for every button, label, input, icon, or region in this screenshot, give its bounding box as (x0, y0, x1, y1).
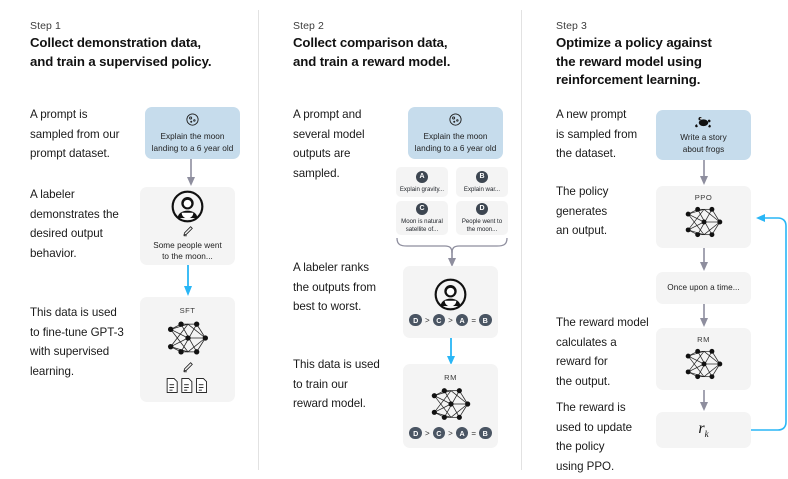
pencil-icon (182, 361, 194, 373)
moon-icon (448, 112, 463, 127)
option-text-a: Explain gravity... (399, 185, 445, 193)
moon-icon (185, 112, 200, 127)
step-2-label: Step 2 (293, 20, 324, 32)
step-3-ppo-caption: PPO (694, 193, 713, 202)
step-1-labeler-box[interactable]: Some people went to the moon... (140, 187, 235, 265)
step-2-labeler-ranking: D > C > A = B (409, 313, 492, 327)
option-card-a[interactable]: A Explain gravity... (396, 167, 448, 197)
arrow-prompt-to-labeler (186, 159, 196, 187)
step-3-rm-caption: RM (697, 335, 710, 344)
neural-network-icon (425, 384, 477, 424)
rank-op-3: = (471, 428, 476, 438)
documents-icon (165, 377, 211, 394)
step-1-paragraph-3: This data is used to fine-tune GPT-3 wit… (30, 306, 124, 378)
rank-op-1: > (424, 428, 430, 438)
column-divider-2 (521, 10, 522, 470)
step-1-paragraph-2: A labeler demonstrates the desired outpu… (30, 188, 119, 260)
rank-badge-d: D (409, 313, 422, 327)
rank-badge-a: A (455, 313, 469, 327)
column-divider-1 (258, 10, 259, 470)
frog-icon (694, 115, 713, 129)
arrow-labeler-to-sft (183, 265, 193, 297)
rank-badge-c: C (432, 426, 446, 440)
brace-options-to-labeler (393, 236, 513, 268)
neural-network-icon (162, 317, 214, 359)
step-2-paragraph-2: A labeler ranks the outputs from best to… (293, 261, 376, 314)
rank-op-3: = (471, 315, 476, 325)
reward-symbol: rk (698, 420, 708, 439)
arrow-ppo-to-output (699, 248, 709, 272)
option-letter-c: C (416, 202, 428, 215)
step-3-prompt-text: Write a story about frogs (680, 133, 727, 154)
step-3-prompt-box[interactable]: Write a story about frogs (656, 110, 751, 160)
step-3-title: Optimize a policy against the reward mod… (556, 35, 712, 87)
reward-symbol-subscript: k (704, 429, 709, 440)
arrow-output-to-rm (699, 304, 709, 328)
step-1-labeler-text: Some people went to the moon... (153, 240, 222, 262)
reward-symbol-letter: r (698, 420, 705, 438)
option-card-b[interactable]: B Explain war... (456, 167, 508, 197)
step-1-sft-box[interactable]: SFT (140, 297, 235, 402)
rank-op-2: > (448, 428, 453, 438)
step-2-rm-box[interactable]: RM (403, 364, 498, 448)
step-3-paragraph-1: A new prompt is sampled from the dataset… (556, 108, 638, 161)
step-1-sft-caption: SFT (179, 305, 196, 315)
step-3-paragraph-4: The reward is used to update the policy … (556, 401, 633, 473)
rank-badge-d: D (409, 426, 422, 440)
step-2-paragraph-3: This data is used to train our reward mo… (293, 358, 380, 411)
rank-badge-b: B (479, 313, 492, 327)
step-3-ppo-box[interactable]: PPO (656, 186, 751, 248)
option-text-c: Moon is natural satellite of... (401, 217, 443, 233)
step-3-column: Step 3 Optimize a policy against the rew… (526, 0, 788, 479)
step-1-prompt-box[interactable]: Explain the moon landing to a 6 year old (145, 107, 240, 159)
pencil-icon (182, 225, 194, 237)
arrow-labeler-to-rm (446, 338, 456, 366)
step-1-title: Collect demonstration data, and train a … (30, 35, 212, 69)
rank-badge-c: C (432, 313, 446, 327)
rank-op-1: > (424, 315, 430, 325)
step-2-paragraph-1: A prompt and several model outputs are s… (293, 108, 365, 180)
step-3-output-text: Once upon a time... (667, 283, 740, 293)
step-2-rm-ranking: D > C > A = B (409, 426, 492, 440)
step-2-labeler-box[interactable]: D > C > A = B (403, 266, 498, 338)
option-card-c[interactable]: C Moon is natural satellite of... (396, 201, 448, 235)
step-2-prompt-text: Explain the moon landing to a 6 year old (414, 132, 497, 153)
labeler-person-icon (171, 190, 204, 223)
step-1-label: Step 1 (30, 20, 61, 32)
neural-network-icon (679, 345, 729, 383)
option-card-d[interactable]: D People went to the moon... (456, 201, 508, 235)
step-3-output-box[interactable]: Once upon a time... (656, 272, 751, 304)
option-letter-b: B (476, 170, 488, 183)
step-3-label: Step 3 (556, 20, 587, 32)
step-3-rm-box[interactable]: RM (656, 328, 751, 390)
arrow-rm-to-reward (699, 390, 709, 412)
step-1-prompt-text: Explain the moon landing to a 6 year old (151, 132, 234, 153)
step-3-paragraph-3: The reward model calculates a reward for… (556, 316, 649, 388)
option-letter-d: D (476, 202, 488, 215)
rank-badge-a: A (455, 426, 469, 440)
ppo-feedback-loop-arrow (750, 212, 788, 437)
step-1-paragraph-1: A prompt is sampled from our prompt data… (30, 108, 120, 161)
step-2-rm-caption: RM (444, 372, 457, 382)
step-2-prompt-box[interactable]: Explain the moon landing to a 6 year old (408, 107, 503, 159)
rank-badge-b: B (479, 426, 492, 440)
option-text-b: Explain war... (463, 185, 501, 193)
step-3-reward-box[interactable]: rk (656, 412, 751, 448)
arrow-prompt-to-ppo (699, 160, 709, 186)
step-2-title: Collect comparison data, and train a rew… (293, 35, 451, 69)
labeler-person-icon (434, 278, 467, 311)
option-letter-a: A (416, 170, 428, 183)
neural-network-icon (679, 203, 729, 241)
rank-op-2: > (448, 315, 453, 325)
step-3-paragraph-2: The policy generates an output. (556, 185, 609, 238)
step-1-column: Step 1 Collect demonstration data, and t… (0, 0, 263, 479)
option-text-d: People went to the moon... (461, 217, 503, 233)
step-2-column: Step 2 Collect comparison data, and trai… (263, 0, 526, 479)
